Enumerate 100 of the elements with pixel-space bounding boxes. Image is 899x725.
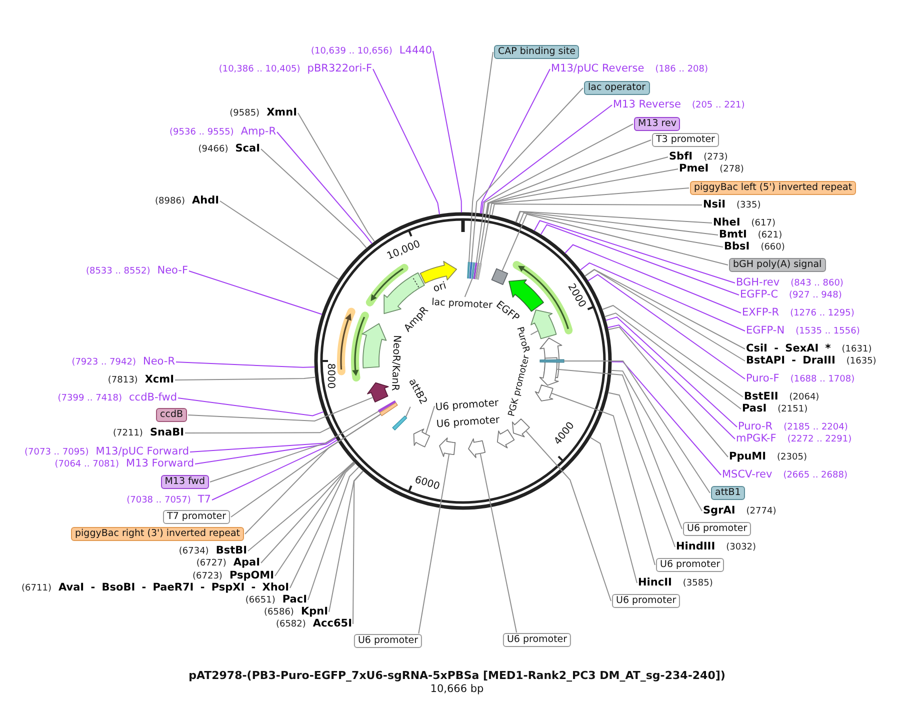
leader-line xyxy=(244,414,382,534)
feature-label: ccdB xyxy=(156,408,187,422)
primer-name: mPGK-F xyxy=(736,432,776,444)
cut-site-position: (2064) xyxy=(789,392,820,404)
gene-feature xyxy=(367,382,389,402)
feature-bar xyxy=(471,262,476,279)
feature-bar xyxy=(475,262,480,280)
enzyme-name: PmeI xyxy=(679,162,709,174)
feature-block xyxy=(491,268,508,286)
feature-bar xyxy=(379,402,398,416)
enzyme-name: ScaI xyxy=(235,142,260,154)
primer-name: pBR322ori-F xyxy=(307,62,372,74)
enzyme-name: AhdI xyxy=(192,194,219,206)
enzyme-name: SnaBI xyxy=(150,426,184,438)
map-title: pAT2978-(PB3-Puro-EGFP_7xU6-sgRNA-5xPBSa [MED1-Rank2_PC3 DM_AT_sg-234-240]) xyxy=(188,669,726,682)
leader-line xyxy=(530,330,539,336)
enzyme-name: HindIII xyxy=(676,540,716,552)
enzyme-name: PspOMI xyxy=(229,570,274,582)
leader-line xyxy=(210,410,380,482)
cut-site-position: (2305) xyxy=(777,452,807,464)
primer-position: (1276 .. 1295) xyxy=(790,308,854,320)
enzyme-name: AvaI - BsoBI - PaeR7I - PspXI - XhoI xyxy=(58,582,289,594)
leader-line xyxy=(540,224,740,296)
primer-position: (7073 .. 7095) xyxy=(24,446,89,458)
feature-bar xyxy=(378,400,396,412)
feature-label: T7 promoter xyxy=(163,510,230,524)
sequence-length: 10,666 bp xyxy=(430,683,484,696)
cut-site-position: (1631) xyxy=(842,344,872,356)
primer-position: (7038 .. 7057) xyxy=(126,494,191,506)
enzyme-name: XcmI xyxy=(144,374,174,386)
cut-site-position: (1635) xyxy=(846,356,876,368)
feature-label: U6 promoter xyxy=(502,633,572,647)
leader-line xyxy=(418,453,450,634)
leader-line xyxy=(502,214,728,272)
enzyme-name: BstAPI - DraIII xyxy=(746,354,836,366)
leader-line xyxy=(328,470,364,612)
leader-line xyxy=(174,376,316,380)
feature-name: U6 promoter xyxy=(435,398,499,414)
leader-line xyxy=(608,326,728,458)
feature-label: U6 promoter xyxy=(656,558,724,572)
orf-arc xyxy=(351,312,369,382)
leader-line xyxy=(480,188,690,264)
primer-name: EXFP-R xyxy=(742,306,780,318)
primer-name: M13/pUC Forward xyxy=(96,446,189,458)
primer-position: (186 .. 208) xyxy=(655,64,708,76)
leader-line xyxy=(290,462,356,588)
primer-name: BGH-rev xyxy=(736,276,780,288)
feature-label: M13 fwd xyxy=(160,475,209,489)
leader-line xyxy=(188,270,322,315)
primer-position: (927 .. 948) xyxy=(789,290,842,302)
cut-site-position: (8986) xyxy=(155,196,185,208)
scale-label: 8000 xyxy=(324,363,336,389)
primer-name: Neo-R xyxy=(142,356,175,368)
feature-label: bGH poly(A) signal xyxy=(729,258,826,272)
enzyme-name: NheI xyxy=(713,216,740,228)
feature-label: piggyBac right (3') inverted repeat xyxy=(71,527,244,541)
primer-name: T7 xyxy=(198,494,211,506)
primer-name: Puro-F xyxy=(746,372,780,384)
primer-position: (843 .. 860) xyxy=(790,278,844,290)
enzyme-name: HincII xyxy=(638,576,672,588)
leader-line xyxy=(580,262,746,332)
cut-site-position: (278) xyxy=(720,164,744,176)
cut-site-position: (6734) xyxy=(178,546,209,558)
leader-line xyxy=(212,439,338,500)
leader-line xyxy=(608,392,676,548)
feature-label: U6 promoter xyxy=(612,594,680,608)
cut-site-position: (2774) xyxy=(746,506,776,518)
leader-line xyxy=(178,398,324,416)
cut-site-position: (335) xyxy=(736,200,761,212)
enzyme-name: KpnI xyxy=(300,606,328,618)
feature-label: lac operator xyxy=(584,81,650,95)
cut-site-position: (6651) xyxy=(245,594,276,606)
primer-position: (2665 .. 2688) xyxy=(783,470,848,482)
leader-line xyxy=(188,396,374,422)
cut-site-position: (6727) xyxy=(196,558,226,570)
primer-name: Neo-F xyxy=(157,264,188,276)
promoter-feature xyxy=(413,428,430,448)
orf-arc xyxy=(366,264,408,306)
enzyme-name: Acc65I xyxy=(312,618,352,630)
primer-position: (205 .. 221) xyxy=(692,100,745,112)
enzyme-name: BstEII xyxy=(744,390,778,402)
enzyme-name: XmnI xyxy=(266,106,297,118)
leader-line xyxy=(607,324,736,440)
cut-site-position: (2151) xyxy=(778,404,808,416)
feature-bar xyxy=(540,359,564,363)
feature-label: U6 promoter xyxy=(683,522,752,536)
primer-name: M13 Forward xyxy=(126,458,194,470)
leader-line xyxy=(610,370,702,512)
leader-line xyxy=(564,360,710,494)
feature-bar xyxy=(392,416,408,430)
feature-bar xyxy=(469,262,472,279)
enzyme-name: ApaI xyxy=(233,556,260,568)
leader-line xyxy=(525,430,612,602)
primer-position: (7064 .. 7081) xyxy=(54,458,120,470)
scale-label: 6000 xyxy=(412,474,440,493)
leader-line xyxy=(550,392,656,566)
leader-line xyxy=(486,168,678,215)
cut-site-position: (617) xyxy=(751,218,776,230)
leader-line xyxy=(276,132,372,244)
leader-line xyxy=(480,68,550,214)
